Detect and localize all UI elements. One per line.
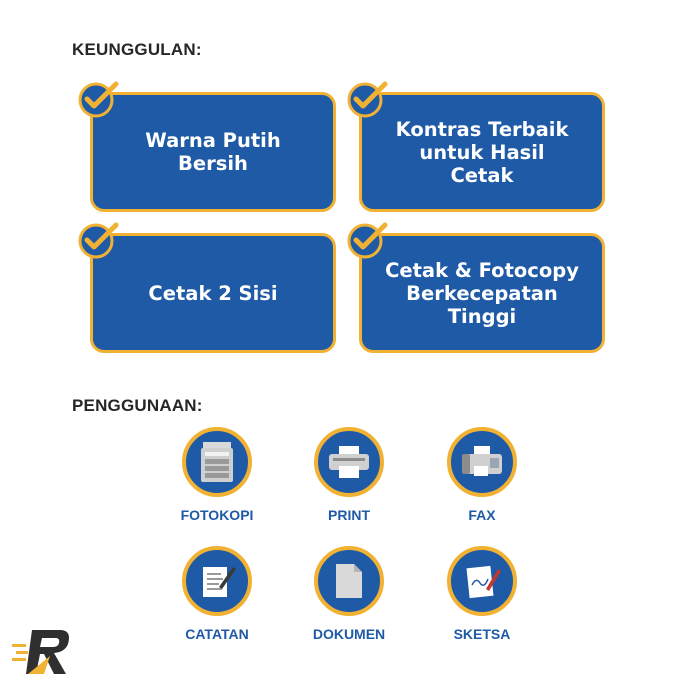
usage-item-sketch: SKETSA: [417, 546, 547, 642]
feature-card-duplex: Cetak 2 Sisi: [90, 233, 336, 353]
check-badge-icon: [347, 81, 388, 118]
fax-icon: [462, 446, 502, 476]
usage-item-photocopy: FOTOKOPI: [152, 427, 282, 523]
usage-icon-circle: [314, 427, 384, 497]
feature-card-best-contrast: Kontras Terbaik untuk Hasil Cetak: [359, 92, 605, 212]
check-badge-icon: [78, 222, 119, 259]
feature-label: Kontras Terbaik untuk Hasil Cetak: [395, 117, 569, 187]
sketch-icon: [466, 565, 501, 599]
usage-label: PRINT: [328, 507, 370, 523]
usage-icon-circle: [182, 427, 252, 497]
usage-item-document: DOKUMEN: [284, 546, 414, 642]
feature-label: Cetak & Fotocopy Berkecepatan Tinggi: [385, 258, 579, 328]
usage-icon-circle: [447, 427, 517, 497]
usage-label: CATATAN: [185, 626, 249, 642]
usage-label: DOKUMEN: [312, 626, 386, 642]
feature-card-high-speed: Cetak & Fotocopy Berkecepatan Tinggi: [359, 233, 605, 353]
document-icon: [336, 564, 362, 598]
notes-icon: [203, 567, 236, 597]
usage-label: FOTOKOPI: [180, 507, 254, 523]
feature-card-white-color: Warna Putih Bersih: [90, 92, 336, 212]
photocopier-icon: [201, 442, 233, 482]
feature-label: Cetak 2 Sisi: [148, 281, 278, 305]
usage-label: FAX: [468, 507, 496, 523]
usage-label: SKETSA: [453, 626, 511, 642]
usage-icon-circle: [447, 546, 517, 616]
usage-item-fax: FAX: [417, 427, 547, 523]
usage-icon-circle: [314, 546, 384, 616]
feature-label: Warna Putih Bersih: [145, 129, 281, 175]
brand-logo-icon: [12, 630, 69, 674]
printer-icon: [329, 446, 369, 478]
usage-item-notes: CATATAN: [152, 546, 282, 642]
check-badge-icon: [347, 222, 388, 259]
usage-icon-circle: [182, 546, 252, 616]
usage-title: PENGGUNAAN:: [72, 396, 203, 415]
advantages-title: KEUNGGULAN:: [72, 40, 202, 59]
check-badge-icon: [78, 81, 119, 118]
usage-item-print: PRINT: [284, 427, 414, 523]
